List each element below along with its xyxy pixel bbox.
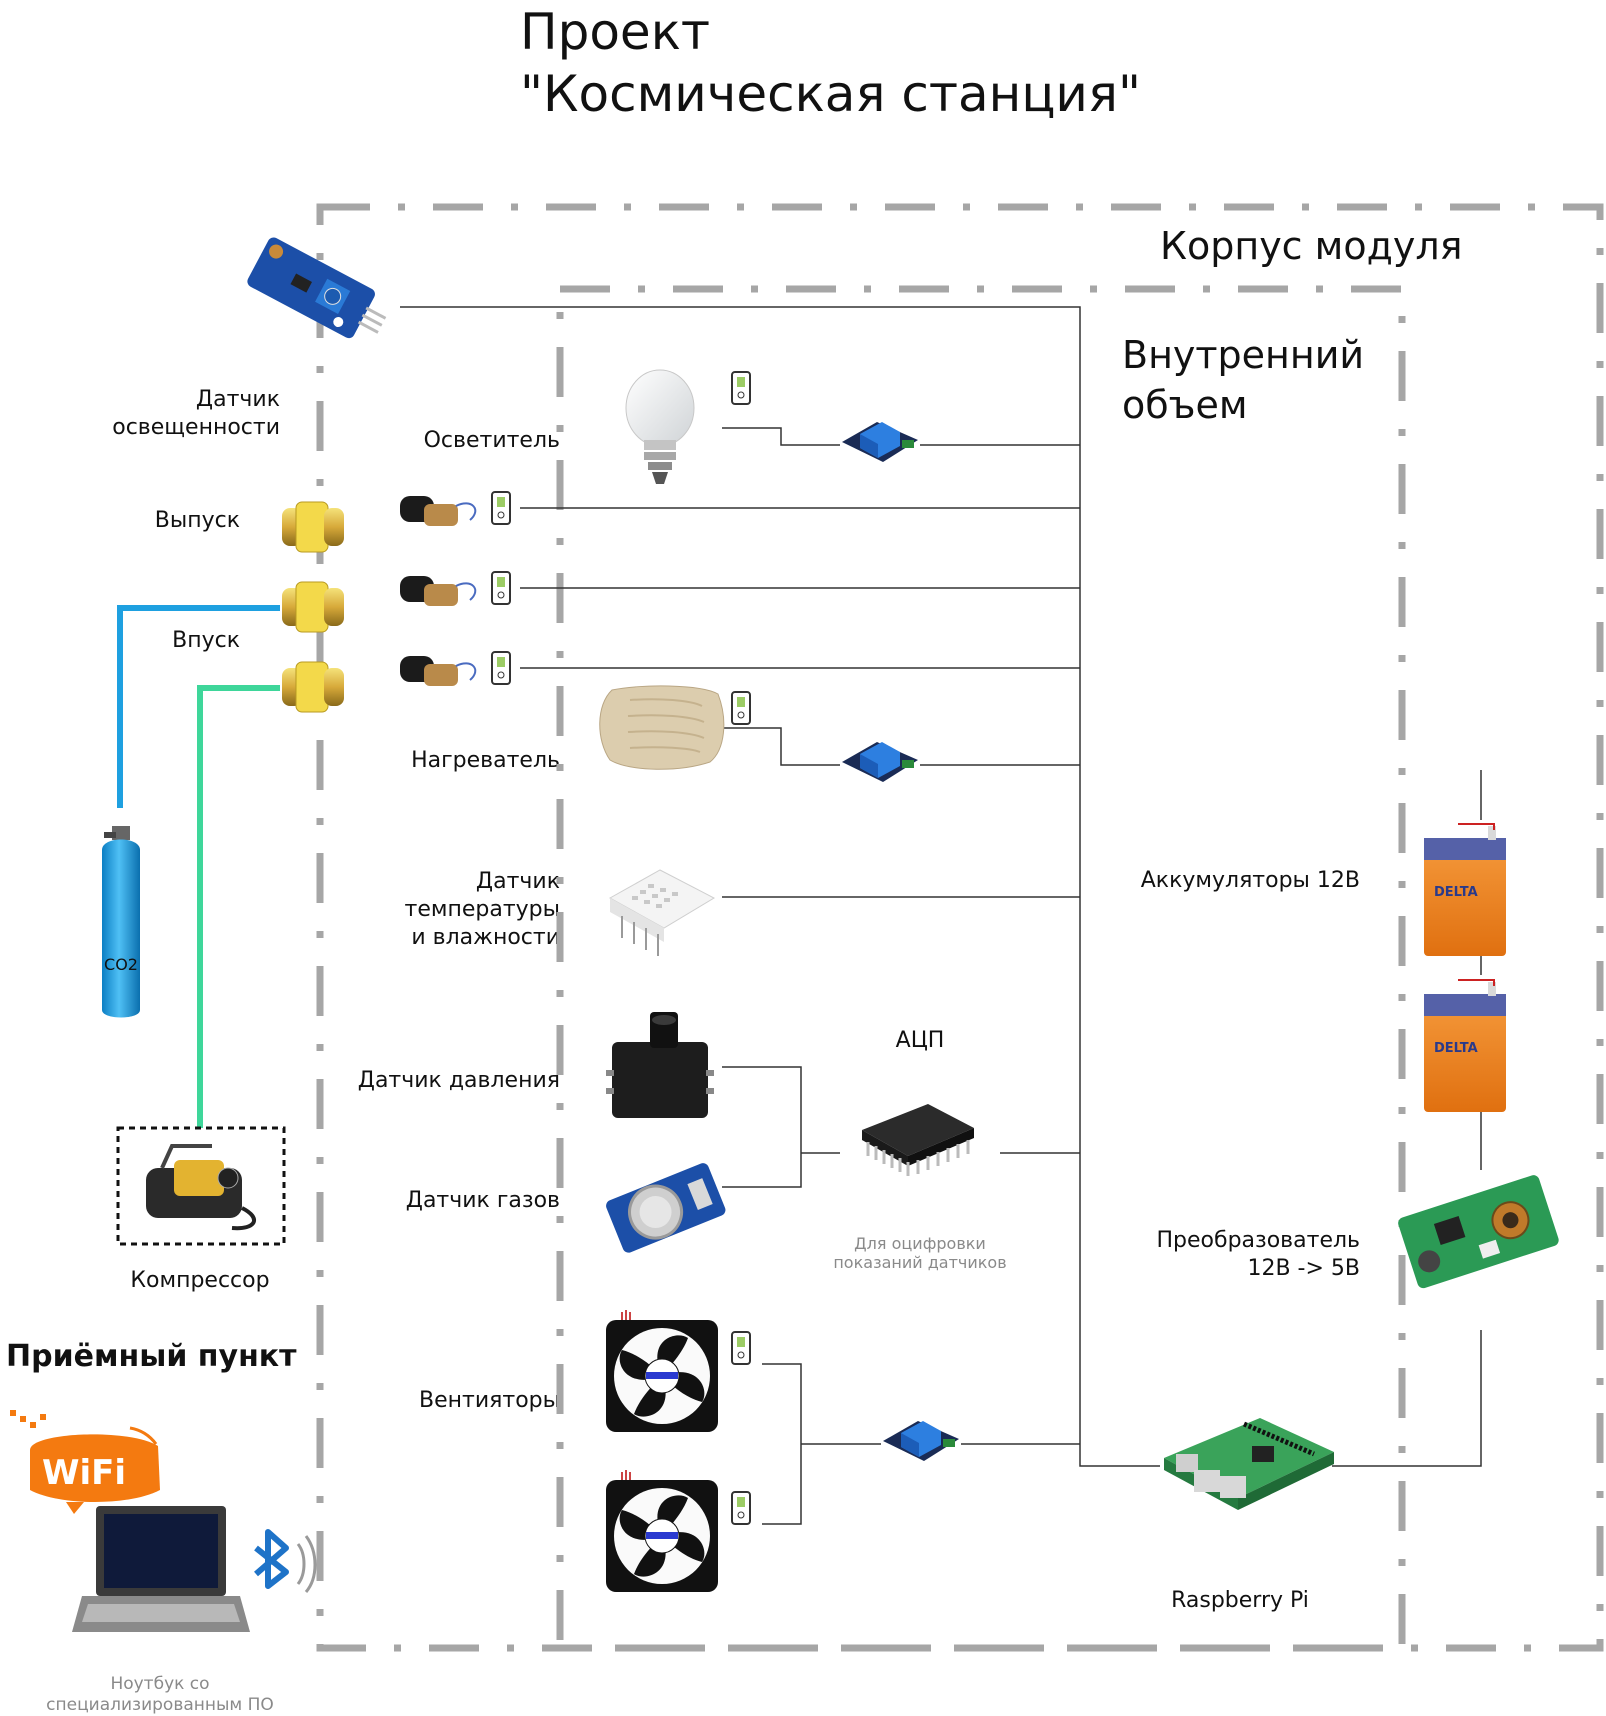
laptop-note-line2: специализированным ПО [46,1695,274,1715]
batteries-label: Аккумуляторы 12В [1140,868,1360,893]
inlet-fitting [282,661,344,713]
lamp-label: Осветитель [423,428,560,453]
co2-gas-line [117,605,280,808]
laptop-note: Ноутбук со специализированным ПО [30,1674,290,1716]
heater-pad [599,685,725,770]
switch-icon [491,571,511,605]
relay-module [842,742,918,782]
fan [606,1470,718,1592]
voltage-converter-board [1398,1175,1559,1289]
gas-sensor-label: Датчик газов [405,1188,560,1213]
raspberry-pi-label: Raspberry Pi [1171,1588,1309,1613]
wiring [400,306,1482,1525]
inner-volume-label: Внутренний объем [1122,330,1364,430]
adc-chip [862,1104,974,1176]
wifi-logo: WiFi [10,1410,160,1514]
diagram-title-line2: "Космическая станция" [520,65,1141,123]
inlet-label: Впуск [172,628,240,653]
switch-icon [491,651,511,685]
relay-module [883,1421,959,1461]
outlet-fitting [282,501,344,553]
converter-label: Преобразователь 12В -> 5В [1157,1227,1361,1283]
co2-cylinder: CO2 [102,826,140,1018]
temp-humidity-sensor [608,869,716,956]
switch-icon [731,371,751,405]
laptop [72,1506,250,1632]
compressor-gas-line [197,685,280,1128]
gas-sensor [606,1163,726,1253]
laptop-note-line1: Ноутбук со [110,1674,210,1694]
module-body-label: Корпус модуля [1160,224,1463,268]
temp-label-line3: и влажности [411,925,560,950]
co2-text: CO2 [104,955,138,974]
light-sensor-label-line2: освещенности [112,415,280,440]
switch-icon [491,491,511,525]
battery: DELTA [1424,823,1506,956]
switch-icon [731,1491,751,1525]
adc-note: Для оцифровки показаний датчиков [820,1234,1020,1272]
adc-label: АЦП [895,1028,945,1053]
solenoid-valve [400,496,477,526]
relay-module [842,422,918,462]
wifi-text: WiFi [42,1453,126,1493]
diagram-title-line1: Проект [520,3,711,61]
compressor-box [116,1126,286,1246]
compressor [146,1144,256,1231]
inner-volume-label-line2: объем [1122,383,1248,427]
receiving-station-title: Приёмный пункт [6,1339,297,1374]
light-sensor-label: Датчик освещенности [112,386,280,442]
bluetooth-icon [254,1529,317,1593]
lamp-bulb [625,369,695,484]
light-sensor-label-line1: Датчик [195,387,280,412]
temp-humidity-label: Датчик температуры и влажности [405,868,560,952]
inlet-fitting [282,581,344,633]
heater-label: Нагреватель [411,748,560,773]
solenoid-valve [400,656,477,686]
battery-brand-text: DELTA [1434,885,1478,900]
solenoid-valve [400,576,477,606]
switch-icon [731,691,751,725]
compressor-label: Компрессор [130,1268,270,1293]
converter-label-line2: 12В -> 5В [1247,1256,1360,1281]
module-body-border [316,203,1604,1652]
temp-label-line1: Датчик [475,869,560,894]
pressure-sensor-label: Датчик давления [357,1068,560,1093]
raspberry-pi-board [1164,1418,1334,1510]
pressure-sensor [606,1012,714,1118]
fan [606,1310,718,1432]
fans-label: Вентияторы [419,1388,560,1413]
inner-volume-label-line1: Внутренний [1122,333,1365,377]
converter-label-line1: Преобразователь [1156,1228,1361,1253]
temp-label-line2: температуры [404,897,560,922]
adc-note-line2: показаний датчиков [833,1253,1007,1272]
battery: DELTA [1424,979,1506,1112]
battery-brand-text: DELTA [1434,1041,1478,1056]
adc-note-line1: Для оцифровки [854,1234,986,1253]
switch-icon [731,1331,751,1365]
outlet-label: Выпуск [154,508,240,533]
light-sensor-module [247,237,387,339]
